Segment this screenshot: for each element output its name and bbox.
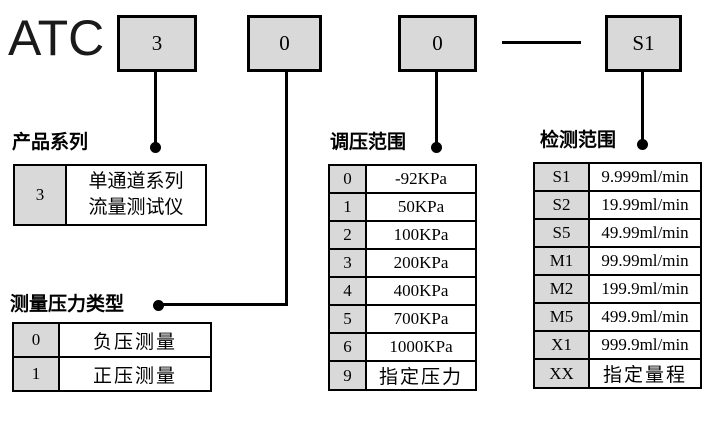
table-row: 3 200KPa bbox=[328, 248, 477, 278]
detection-range-heading: 检测范围 bbox=[540, 130, 617, 151]
series-code-cell: 3 bbox=[13, 164, 67, 226]
separator-dash bbox=[502, 41, 581, 44]
regulation-code-cell: 4 bbox=[328, 276, 367, 306]
regulation-value-cell: 50KPa bbox=[365, 192, 477, 222]
code-box-regulation: 0 bbox=[398, 15, 477, 72]
pressure-value-cell: 正压测量 bbox=[58, 356, 212, 392]
detection-value-cell: 9.999ml/min bbox=[588, 162, 702, 192]
detection-value-cell: 99.99ml/min bbox=[588, 246, 702, 276]
table-row: 5 700KPa bbox=[328, 304, 477, 334]
regulation-code-cell: 0 bbox=[328, 164, 367, 194]
regulation-range-heading: 调压范围 bbox=[330, 132, 407, 153]
table-row: M1 99.99ml/min bbox=[533, 246, 702, 276]
series-label-line1: 单通道系列 bbox=[88, 171, 184, 192]
series-value-cell: 单通道系列 流量测试仪 bbox=[65, 164, 207, 226]
code-box-pressure-type: 0 bbox=[247, 15, 322, 72]
table-row: 9 指定压力 bbox=[328, 360, 477, 391]
table-row: M5 499.9ml/min bbox=[533, 302, 702, 332]
detection-code-cell: XX bbox=[533, 358, 590, 389]
detection-code-cell: S2 bbox=[533, 190, 590, 220]
detection-range-table: S1 9.999ml/min S2 19.99ml/min S5 49.99ml… bbox=[533, 162, 702, 389]
regulation-value-cell: 700KPa bbox=[365, 304, 477, 334]
regulation-range-table: 0 -92KPa 1 50KPa 2 100KPa 3 200KPa 4 400… bbox=[328, 164, 477, 391]
table-row: X1 999.9ml/min bbox=[533, 330, 702, 360]
pressure-code-cell: 1 bbox=[12, 356, 60, 392]
series-label-line2: 流量测试仪 bbox=[88, 197, 184, 218]
table-row: 0 -92KPa bbox=[328, 164, 477, 194]
detection-value-cell: 指定量程 bbox=[588, 358, 702, 389]
connector-pressure-dot bbox=[153, 300, 164, 311]
table-row: 0 负压测量 bbox=[12, 322, 212, 358]
detection-value-cell: 49.99ml/min bbox=[588, 218, 702, 248]
code-box-series: 3 bbox=[117, 15, 197, 72]
pressure-value-cell: 负压测量 bbox=[58, 322, 212, 358]
connector-detection-line bbox=[641, 72, 644, 142]
table-row: M2 199.9ml/min bbox=[533, 274, 702, 304]
regulation-code-cell: 2 bbox=[328, 220, 367, 250]
connector-pressure-vline bbox=[285, 72, 288, 306]
regulation-code-cell: 9 bbox=[328, 360, 367, 391]
table-row: S5 49.99ml/min bbox=[533, 218, 702, 248]
regulation-code-cell: 3 bbox=[328, 248, 367, 278]
regulation-code-cell: 1 bbox=[328, 192, 367, 222]
connector-detection-dot bbox=[637, 139, 648, 150]
table-row: 4 400KPa bbox=[328, 276, 477, 306]
regulation-value-cell: 1000KPa bbox=[365, 332, 477, 362]
detection-code-cell: X1 bbox=[533, 330, 590, 360]
detection-value-cell: 19.99ml/min bbox=[588, 190, 702, 220]
table-row: 6 1000KPa bbox=[328, 332, 477, 362]
regulation-code-cell: 5 bbox=[328, 304, 367, 334]
connector-regulation-line bbox=[435, 72, 438, 145]
pressure-type-table: 0 负压测量 1 正压测量 bbox=[12, 322, 212, 392]
connector-series-line bbox=[154, 72, 157, 145]
table-row: 1 50KPa bbox=[328, 192, 477, 222]
pressure-type-heading: 测量压力类型 bbox=[10, 294, 125, 315]
regulation-code-cell: 6 bbox=[328, 332, 367, 362]
detection-value-cell: 199.9ml/min bbox=[588, 274, 702, 304]
table-row: 2 100KPa bbox=[328, 220, 477, 250]
product-series-heading: 产品系列 bbox=[12, 132, 89, 153]
detection-code-cell: M2 bbox=[533, 274, 590, 304]
table-row: S1 9.999ml/min bbox=[533, 162, 702, 192]
pressure-code-cell: 0 bbox=[12, 322, 60, 358]
regulation-value-cell: 100KPa bbox=[365, 220, 477, 250]
table-row: 1 正压测量 bbox=[12, 356, 212, 392]
connector-regulation-dot bbox=[431, 142, 442, 153]
table-row: S2 19.99ml/min bbox=[533, 190, 702, 220]
product-series-table: 3 单通道系列 流量测试仪 bbox=[13, 164, 207, 226]
regulation-value-cell: -92KPa bbox=[365, 164, 477, 194]
regulation-value-cell: 400KPa bbox=[365, 276, 477, 306]
regulation-value-cell: 指定压力 bbox=[365, 360, 477, 391]
detection-code-cell: M1 bbox=[533, 246, 590, 276]
detection-code-cell: M5 bbox=[533, 302, 590, 332]
detection-value-cell: 999.9ml/min bbox=[588, 330, 702, 360]
code-box-detection: S1 bbox=[605, 15, 682, 72]
connector-pressure-hline bbox=[162, 303, 288, 306]
table-row: 3 单通道系列 流量测试仪 bbox=[13, 164, 207, 226]
table-row: XX 指定量程 bbox=[533, 358, 702, 389]
detection-code-cell: S5 bbox=[533, 218, 590, 248]
model-prefix: ATC bbox=[8, 10, 105, 66]
detection-code-cell: S1 bbox=[533, 162, 590, 192]
regulation-value-cell: 200KPa bbox=[365, 248, 477, 278]
detection-value-cell: 499.9ml/min bbox=[588, 302, 702, 332]
connector-series-dot bbox=[150, 142, 161, 153]
